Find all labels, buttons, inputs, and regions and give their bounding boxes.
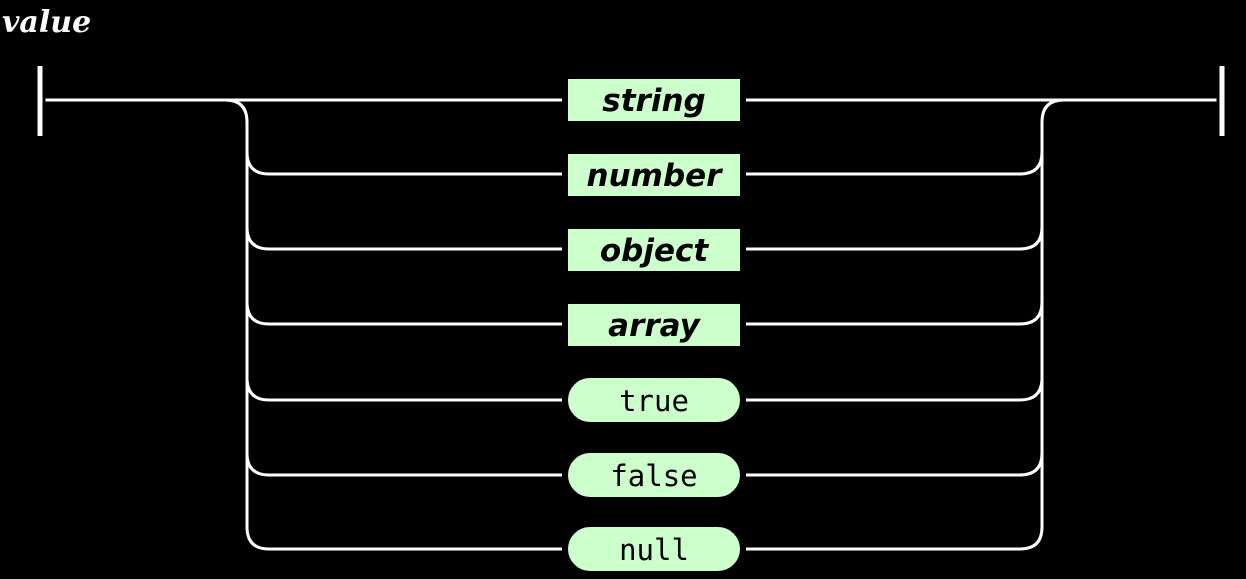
node-false-label: false (610, 459, 697, 493)
track-left-branch-5 (245, 377, 562, 402)
track-left-trunk (224, 98, 562, 551)
node-object-label: object (600, 233, 710, 269)
track-group (34, 66, 1228, 554)
node-true-pill[interactable] (562, 372, 746, 428)
track-left-branch-3 (245, 226, 562, 251)
node-object-box[interactable] (562, 223, 746, 277)
node-null-label: null (619, 533, 689, 567)
track-right-branch-6 (745, 452, 1044, 477)
node-string[interactable]: string (562, 73, 746, 127)
node-string-box[interactable] (562, 73, 746, 127)
node-number-box[interactable] (562, 148, 746, 202)
diagram-title: value (2, 5, 91, 40)
node-array-label: array (608, 308, 701, 344)
node-array[interactable]: array (562, 298, 746, 352)
track-left-branch-4 (245, 301, 562, 326)
track-right-branch-4 (745, 301, 1044, 326)
track-right-trunk (745, 98, 1222, 551)
node-object[interactable]: object (562, 223, 746, 277)
node-null-pill[interactable] (562, 521, 746, 577)
node-string-label: string (602, 83, 705, 119)
node-true[interactable]: true (562, 372, 746, 428)
node-true-label: true (619, 384, 689, 418)
track-right-branch-3 (745, 226, 1044, 251)
track-right-branch-5 (745, 377, 1044, 402)
node-false[interactable]: false (562, 447, 746, 503)
track-left-branch-6 (245, 452, 562, 477)
track-left-branch-2 (245, 151, 562, 176)
node-number[interactable]: number (562, 148, 746, 202)
track-line-pass (40, 98, 1222, 551)
node-array-box[interactable] (562, 298, 746, 352)
node-number-label: number (587, 158, 724, 194)
node-null[interactable]: null (562, 521, 746, 577)
node-false-pill[interactable] (562, 447, 746, 503)
track-right-branch-2 (745, 151, 1044, 176)
